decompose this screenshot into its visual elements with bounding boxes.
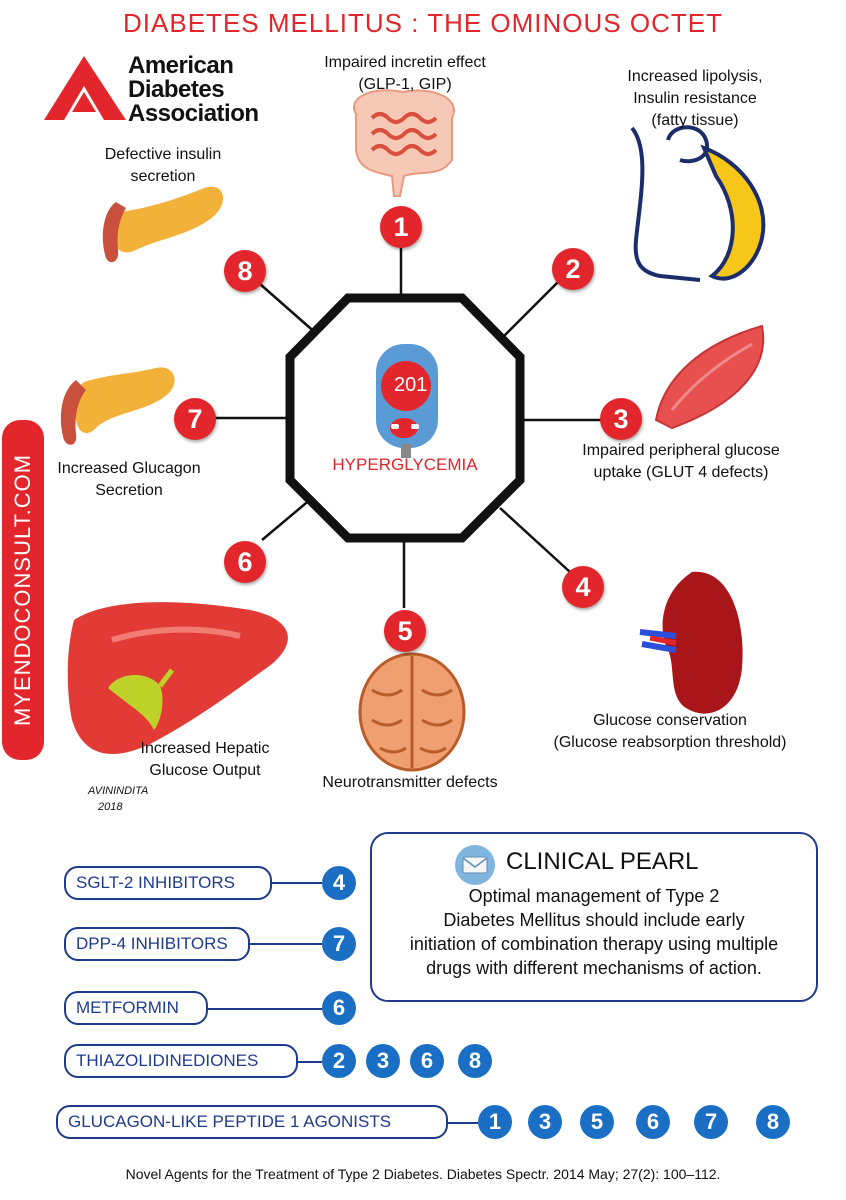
kidney-icon bbox=[639, 571, 743, 714]
pearl-line-4: drugs with different mechanisms of actio… bbox=[426, 958, 762, 978]
label-3-line-1: Impaired peripheral glucose bbox=[582, 442, 780, 459]
drug-label-glp1: GLUCAGON-LIKE PEPTIDE 1 AGONISTS bbox=[56, 1105, 448, 1139]
drug-connector bbox=[296, 1061, 322, 1063]
label-3: Impaired peripheral glucose uptake (GLUT… bbox=[546, 440, 816, 484]
center-label: HYPERGLYCEMIA bbox=[332, 455, 478, 474]
signature-line-2: 2018 bbox=[97, 801, 123, 813]
octet-number-8: 8 bbox=[224, 250, 266, 292]
ada-logo-text: American Diabetes Association bbox=[128, 54, 259, 126]
spoke-4 bbox=[499, 507, 571, 573]
octet-number-6: 6 bbox=[224, 541, 266, 583]
pearl-body: Optimal management of Type 2 Diabetes Me… bbox=[374, 884, 814, 980]
pancreas-7-icon bbox=[60, 367, 175, 445]
label-6: Increased Hepatic Glucose Output bbox=[120, 738, 290, 782]
signature-mark: AVININDITA 2018 bbox=[87, 785, 148, 813]
drug-connector bbox=[270, 882, 322, 884]
ada-triangle-logo-icon bbox=[44, 56, 126, 120]
drug-target-number: 2 bbox=[322, 1044, 356, 1078]
brain-icon bbox=[358, 652, 466, 772]
drug-target-number: 5 bbox=[580, 1105, 614, 1139]
label-6-line-1: Increased Hepatic bbox=[140, 740, 270, 757]
drug-target-number: 6 bbox=[410, 1044, 444, 1078]
label-1-line-1: Impaired incretin effect bbox=[324, 54, 486, 71]
drug-label-dpp4: DPP-4 INHIBITORS bbox=[64, 927, 250, 961]
label-6-line-2: Glucose Output bbox=[149, 762, 261, 779]
label-7-line-2: Secretion bbox=[95, 482, 163, 499]
signature-line-1: AVININDITA bbox=[87, 785, 148, 797]
citation-footer: Novel Agents for the Treatment of Type 2… bbox=[125, 1166, 721, 1182]
drug-target-number: 1 bbox=[478, 1105, 512, 1139]
envelope-icon bbox=[455, 845, 495, 885]
drug-connector bbox=[206, 1008, 322, 1010]
glucometer-reading: 201 bbox=[394, 374, 428, 396]
logo-line-1: American bbox=[128, 52, 234, 79]
label-2: Increased lipolysis, Insulin resistance … bbox=[590, 66, 800, 132]
pearl-line-1: Optimal management of Type 2 bbox=[468, 886, 720, 906]
label-4: Glucose conservation (Glucose reabsorpti… bbox=[510, 710, 830, 754]
pearl-line-3: initiation of combination therapy using … bbox=[409, 934, 779, 954]
label-8-line-2: secretion bbox=[130, 168, 196, 185]
drug-target-number: 8 bbox=[458, 1044, 492, 1078]
label-2-line-1: Increased lipolysis, bbox=[627, 68, 763, 85]
drug-target-number: 6 bbox=[322, 991, 356, 1025]
label-8-line-1: Defective insulin bbox=[104, 146, 222, 163]
liver-icon bbox=[67, 602, 288, 754]
octet-number-1: 1 bbox=[380, 206, 422, 248]
drug-target-number: 7 bbox=[694, 1105, 728, 1139]
pearl-line-2: Diabetes Mellitus should include early bbox=[443, 910, 745, 930]
drug-label-metformin: METFORMIN bbox=[64, 991, 208, 1025]
drug-connector bbox=[446, 1122, 478, 1124]
drug-target-number: 4 bbox=[322, 866, 356, 900]
octet-number-2: 2 bbox=[552, 248, 594, 290]
octet-number-7: 7 bbox=[174, 398, 216, 440]
label-4-line-1: Glucose conservation bbox=[593, 712, 747, 729]
label-2-line-3: (fatty tissue) bbox=[651, 112, 739, 129]
label-7-line-1: Increased Glucagon bbox=[57, 460, 201, 477]
drug-target-number: 6 bbox=[636, 1105, 670, 1139]
pearl-title: CLINICAL PEARL bbox=[506, 848, 699, 875]
label-8: Defective insulin secretion bbox=[78, 144, 248, 188]
label-3-line-2: uptake (GLUT 4 defects) bbox=[593, 464, 769, 481]
octet-number-3: 3 bbox=[600, 398, 642, 440]
logo-line-3: Association bbox=[128, 100, 259, 127]
page-title: DIABETES MELLITUS : THE OMINOUS OCTET bbox=[123, 8, 723, 38]
label-7: Increased Glucagon Secretion bbox=[44, 458, 214, 502]
fatty-tissue-icon bbox=[630, 125, 766, 282]
drug-label-sglt2: SGLT-2 INHIBITORS bbox=[64, 866, 272, 900]
label-1: Impaired incretin effect (GLP-1, GIP) bbox=[300, 52, 510, 96]
glucometer-icon bbox=[376, 344, 438, 458]
drug-target-number: 3 bbox=[528, 1105, 562, 1139]
side-banner bbox=[2, 420, 44, 760]
drug-label-tzd: THIAZOLIDINEDIONES bbox=[64, 1044, 298, 1078]
spoke-8 bbox=[259, 283, 319, 336]
clinical-pearl-box bbox=[370, 832, 818, 1002]
intestine-icon bbox=[353, 89, 455, 197]
label-5: Neurotransmitter defects bbox=[290, 772, 530, 794]
drug-target-number: 7 bbox=[322, 927, 356, 961]
drug-target-number: 3 bbox=[366, 1044, 400, 1078]
label-5-line-1: Neurotransmitter defects bbox=[322, 774, 498, 791]
drug-connector bbox=[248, 943, 322, 945]
muscle-icon bbox=[654, 324, 765, 430]
pancreas-8-icon bbox=[102, 186, 224, 263]
label-2-line-2: Insulin resistance bbox=[633, 90, 757, 107]
octet-number-4: 4 bbox=[562, 566, 604, 608]
label-4-line-2: (Glucose reabsorption threshold) bbox=[553, 734, 787, 751]
octet-number-5: 5 bbox=[384, 610, 426, 652]
spoke-2 bbox=[499, 281, 559, 341]
drug-target-number: 8 bbox=[756, 1105, 790, 1139]
logo-line-2: Diabetes bbox=[128, 76, 225, 103]
label-1-line-2: (GLP-1, GIP) bbox=[358, 76, 452, 93]
